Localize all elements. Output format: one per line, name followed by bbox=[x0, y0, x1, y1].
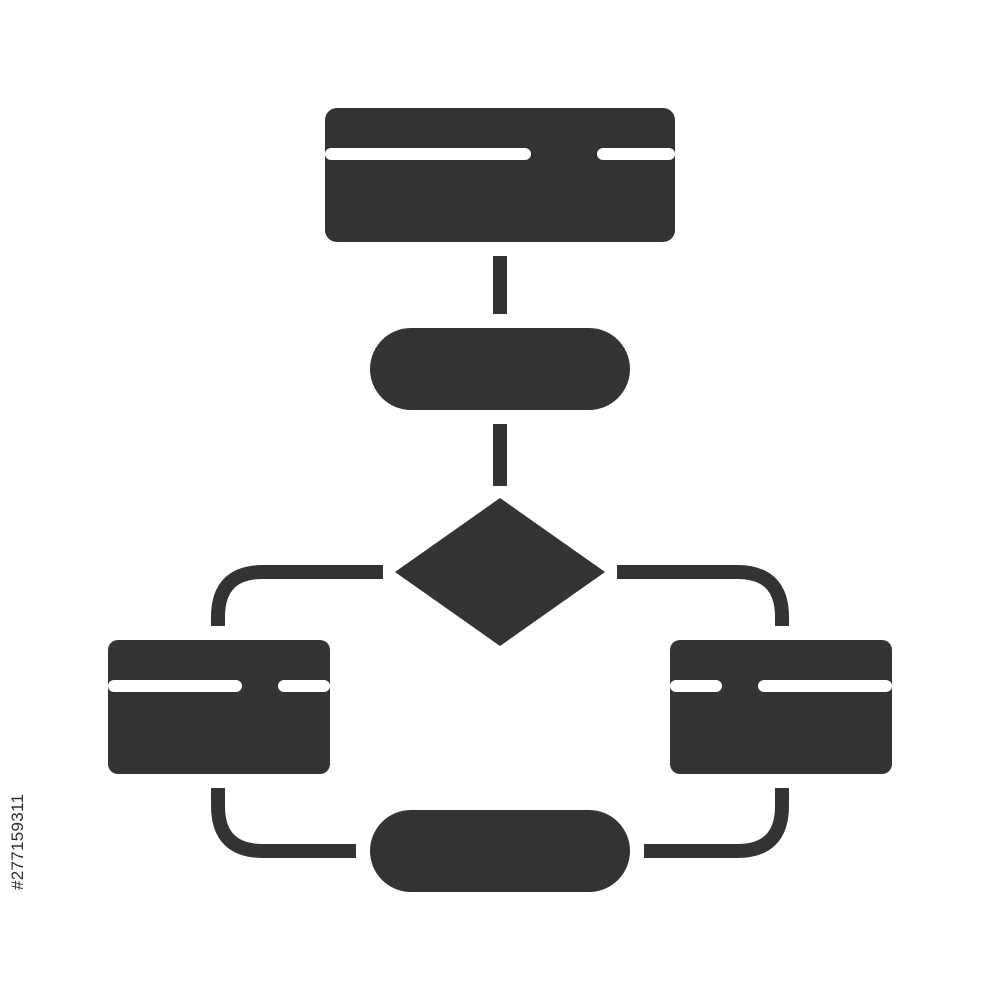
connector-top-to-terminator bbox=[493, 256, 507, 314]
right-block-label-line-right bbox=[758, 680, 892, 692]
left-block-label-line-right bbox=[278, 680, 330, 692]
top-process-block bbox=[325, 108, 675, 242]
block-label-lines bbox=[108, 148, 892, 692]
top-block-label-line-left bbox=[325, 148, 531, 160]
middle-terminator-pill bbox=[370, 328, 630, 410]
decision-diamond bbox=[395, 498, 605, 646]
connector-decision-to-right-block bbox=[617, 565, 789, 626]
connector-terminator-to-decision bbox=[493, 424, 507, 486]
right-process-block bbox=[670, 640, 892, 774]
stock-id-label: #277159311 bbox=[8, 793, 27, 890]
left-process-block bbox=[108, 640, 330, 774]
left-block-label-line-left bbox=[108, 680, 242, 692]
connector-right-block-to-bottom bbox=[644, 788, 789, 858]
connector-decision-to-left-block bbox=[211, 565, 383, 626]
right-block-label-line-left bbox=[670, 680, 722, 692]
connector-left-block-to-bottom bbox=[211, 788, 356, 858]
icon-shapes bbox=[108, 108, 892, 892]
bottom-terminator-pill bbox=[370, 810, 630, 892]
top-block-label-line-right bbox=[597, 148, 675, 160]
